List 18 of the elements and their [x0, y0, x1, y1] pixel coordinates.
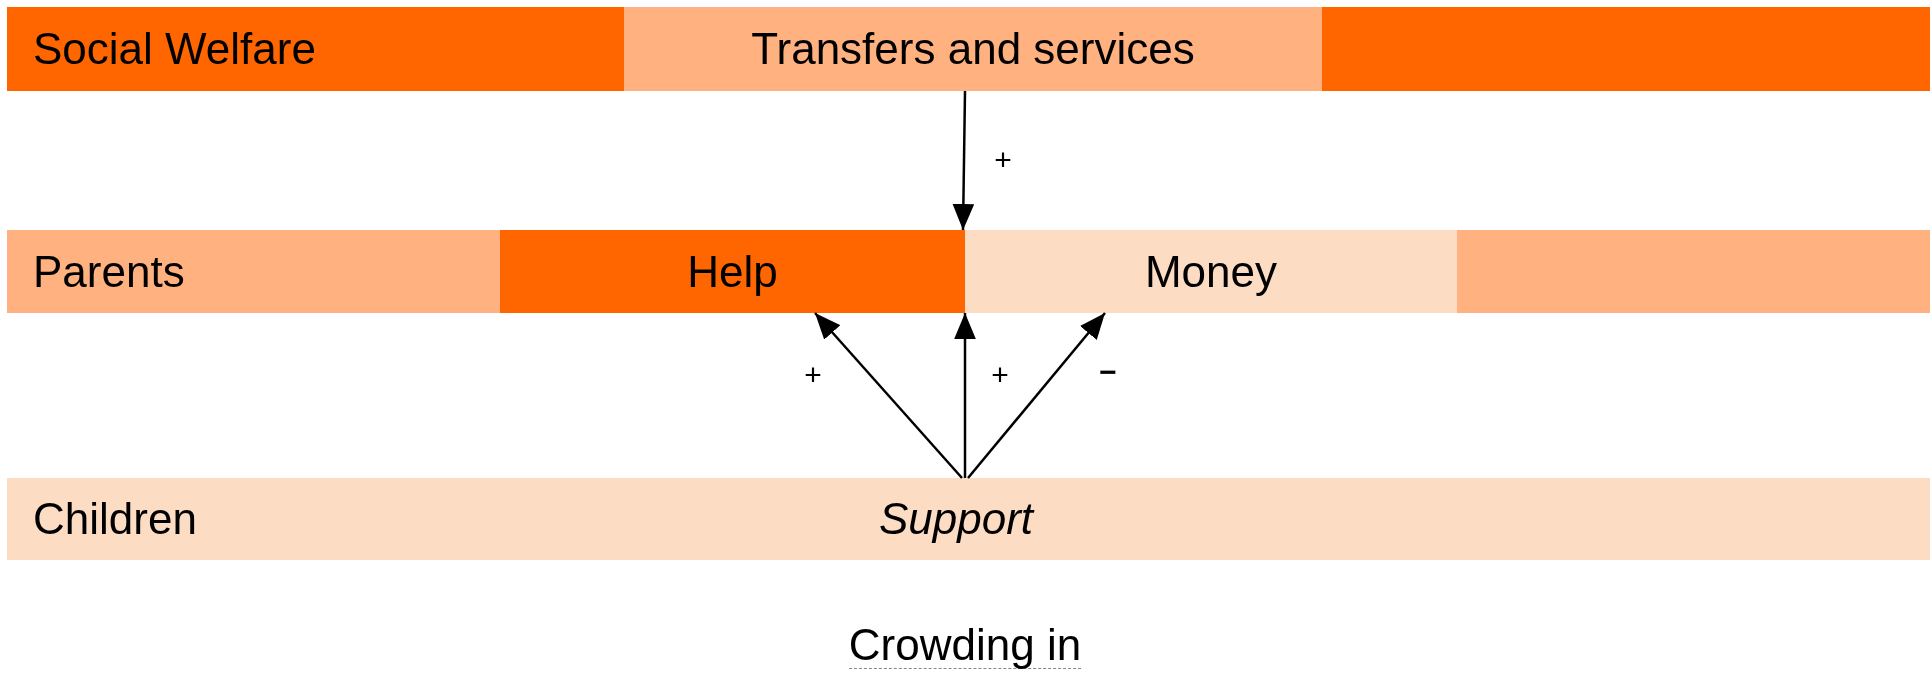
node-label: Parents	[33, 246, 185, 297]
arrow	[967, 312, 1106, 479]
band-box	[500, 230, 965, 313]
node-label: Support	[878, 494, 1034, 544]
band-box	[7, 230, 1930, 313]
node-label: Social Welfare	[33, 24, 316, 74]
arrow	[954, 313, 976, 478]
arrow	[952, 91, 975, 230]
caption: Crowding in	[848, 622, 1082, 670]
node-label: Children	[33, 494, 197, 544]
node-label: Transfers and services	[751, 24, 1195, 74]
band-box	[7, 478, 1930, 560]
band-box	[7, 7, 1930, 91]
arrow	[814, 312, 963, 479]
node-label: Money	[1144, 246, 1278, 297]
node-label: Help	[687, 246, 778, 297]
band-box	[965, 230, 1457, 313]
band-box	[624, 7, 1322, 91]
